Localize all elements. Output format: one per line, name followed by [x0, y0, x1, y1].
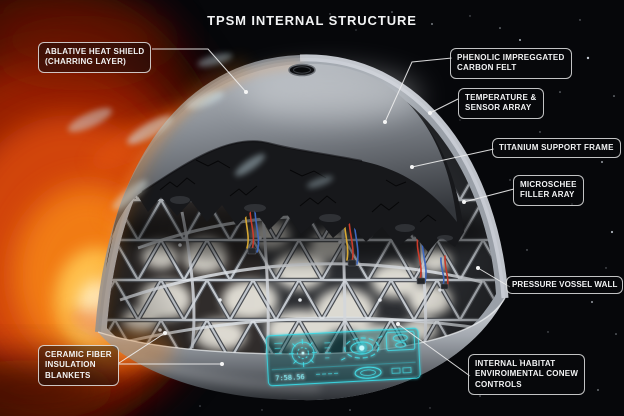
leader-dots [163, 90, 480, 366]
callout-pressure-vessel-wall: PRESSURE VOSSEL WALL [506, 276, 624, 295]
fire-reflection [95, 59, 247, 326]
leader-lines [118, 48, 515, 377]
hud-orbit-icon [341, 335, 383, 361]
hud-status-box [385, 330, 416, 351]
page-title: TPSM INTERNAL STRUCTURE [207, 13, 417, 28]
hud-display: 7:58.56 [265, 327, 421, 387]
callout-internal-habitat-controls: INTERNAL HABITAT ENVIROIMENTAL CONEW CON… [468, 354, 586, 396]
starfield [199, 11, 617, 411]
callout-ceramic-fiber-insulation: CERAMIC FIBER INSULATION BLANKETS [38, 345, 119, 387]
callout-ablative-heat-shield: ABLATIVE HEAT SHIELD (CHARRING LAYER) [38, 42, 152, 73]
hud-buttons [316, 367, 412, 375]
hud-pill-icon [354, 366, 382, 379]
hud-readout: 7:58.56 [275, 373, 305, 383]
dome: 7:58.56 [68, 53, 509, 401]
callout-titanium-support-frame: TITANIUM SUPPORT FRAME [492, 138, 621, 159]
callout-temperature-sensor-array: TEMPERATURE & SENSOR ARRAY [458, 88, 544, 119]
callout-phenolic-carbon-felt: PHENOLIC IMPREGGATED CARBON FELT [450, 48, 572, 79]
hud-reticle-icon [274, 339, 331, 368]
vent-port-icon [288, 63, 316, 77]
callout-microschee-filler-array: MICROSCHEE FILLER ARAY [513, 175, 584, 206]
